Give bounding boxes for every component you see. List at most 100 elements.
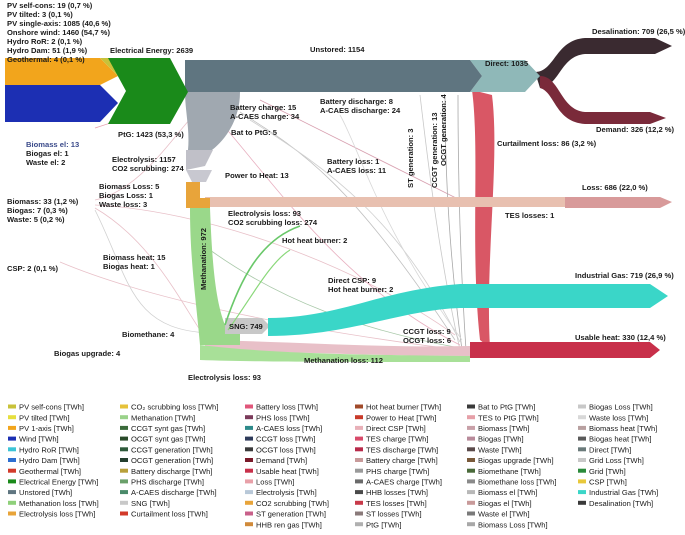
methanation-loss-flow (200, 345, 470, 362)
label-co2-scrubbing-loss: CO2 scrubbing loss: 274 (228, 218, 318, 227)
label-industrial-gas: Industrial Gas: 719 (26,9 %) (575, 271, 674, 280)
label-usable-heat: Usable heat: 330 (12,4 %) (575, 333, 666, 342)
label-bat-to-ptg: Bat to PtG: 5 (231, 128, 278, 137)
label-ptg: PtG: 1423 (53,3 %) (118, 130, 184, 139)
label-pv-single-axis: PV single-axis: 1085 (40,6 %) (7, 19, 111, 28)
legend-swatch (578, 425, 586, 430)
legend-swatch (578, 415, 586, 420)
legend-swatch (8, 500, 16, 505)
legend-swatch (467, 458, 475, 462)
unstored-flow (185, 60, 482, 92)
legend-label: Hydro Dam [TWh] (19, 456, 80, 465)
legend-label: Demand [TWh] (256, 456, 307, 465)
label-hydro-dam: Hydro Dam: 51 (1,9 %) (7, 46, 88, 55)
legend-label: Methanation loss [TWh] (19, 499, 99, 508)
label-st-generation: ST generation: 3 (406, 129, 415, 189)
legend-label: Biogas [TWh] (478, 435, 524, 444)
label-methanation: Methanation: 972 (199, 228, 208, 290)
legend-swatch (355, 436, 363, 441)
legend-swatch (355, 500, 363, 505)
legend-swatch (245, 415, 253, 420)
ccgt-generation-link (444, 94, 463, 351)
legend-label: Biomass heat [TWh] (589, 424, 657, 433)
label-geothermal: Geothermal: 4 (0,1 %) (7, 55, 85, 64)
legend-label: Unstored [TWh] (19, 488, 72, 497)
legend-swatch (467, 522, 475, 527)
legend-swatch (467, 425, 475, 430)
legend-swatch (120, 404, 128, 409)
label-acaes-charge: A-CAES charge: 34 (230, 112, 300, 121)
label-onshore-wind: Onshore wind: 1460 (54,7 %) (7, 28, 110, 37)
label-electrolysis: Electrolysis: 1157 (112, 155, 176, 164)
legend-swatch (355, 415, 363, 420)
legend-label: PHS loss [TWh] (256, 413, 310, 422)
legend-swatch (120, 436, 128, 441)
label-co2-scrubbing: CO2 scrubbing: 274 (112, 164, 185, 173)
st-generation-link (419, 94, 461, 351)
legend-label: Biogas el [TWh] (478, 499, 532, 508)
label-acaes-discharge: A-CAES discharge: 24 (320, 106, 401, 115)
legend-label: PV self-cons [TWh] (19, 403, 84, 412)
label-biogas-el: Biogas el: 1 (26, 149, 69, 158)
legend-swatch (8, 490, 16, 495)
electrolysis-node (186, 150, 213, 170)
label-biomethane: Biomethane: 4 (122, 330, 175, 339)
label-electrolysis-loss-bottom: Electrolysis loss: 93 (188, 373, 261, 382)
legend-swatch (355, 458, 363, 462)
legend-swatch (245, 447, 253, 452)
legend-label: Battery discharge [TWh] (131, 467, 212, 476)
legend-swatch (120, 415, 128, 420)
desalination-arrow (535, 38, 672, 88)
label-waste-el: Waste el: 2 (26, 158, 65, 167)
label-power-to-heat: Power to Heat: 13 (225, 171, 289, 180)
legend-label: TES charge [TWh] (366, 435, 428, 444)
label-unstored: Unstored: 1154 (310, 45, 365, 54)
legend-label: Grid Loss [TWh] (589, 456, 644, 465)
label-biomass: Biomass: 33 (1,2 %) (7, 197, 79, 206)
legend-label: TES losses [TWh] (366, 499, 427, 508)
legend-swatch (245, 500, 253, 505)
label-ccgt-loss: CCGT loss: 9 (403, 327, 451, 336)
legend-label: SNG [TWh] (131, 499, 170, 508)
legend-swatch (355, 447, 363, 452)
legend-label: HHB losses [TWh] (366, 488, 428, 497)
legend-swatch (355, 490, 363, 495)
legend-swatch (467, 468, 475, 473)
legend-label: Methanation [TWh] (131, 413, 195, 422)
biogas-upgrade-link (94, 209, 211, 334)
pv-single-axis-flow (5, 58, 118, 85)
ocgt-generation-link (457, 94, 467, 351)
label-battery-loss: Battery loss: 1 (327, 157, 380, 166)
legend-label: ST losses [TWh] (366, 510, 422, 519)
legend-label: Grid [TWh] (589, 467, 626, 476)
label-waste-loss: Waste loss: 3 (99, 200, 147, 209)
legend-swatch (467, 479, 475, 484)
label-acaes-loss: A-CAES loss: 11 (327, 166, 387, 175)
legend-swatch (467, 511, 475, 516)
demand-arrow (540, 76, 666, 124)
legend-label: Biogas Loss [TWh] (589, 403, 653, 412)
legend-label: Bat to PtG [TWh] (478, 403, 535, 412)
legend-swatch (355, 479, 363, 484)
label-biogas-heat: Biogas heat: 1 (103, 262, 156, 271)
legend-label: Biomethane loss [TWh] (478, 478, 557, 487)
sng-node (225, 318, 270, 334)
label-direct-csp: Direct CSP: 9 (328, 276, 376, 285)
legend-swatch (8, 425, 16, 430)
legend-swatch (120, 458, 128, 462)
industrial-gas-flow (268, 284, 668, 336)
label-demand: Demand: 326 (12,2 %) (596, 125, 675, 134)
legend-label: PV tilted [TWh] (19, 413, 70, 422)
legend-label: Waste [TWh] (478, 445, 522, 454)
legend-swatch (120, 425, 128, 430)
label-biogas-loss: Biogas Loss: 1 (99, 191, 154, 200)
legend-label: CCGT synt gas [TWh] (131, 424, 205, 433)
legend-swatch (8, 458, 16, 462)
legend-label: Desalination [TWh] (589, 499, 653, 508)
legend-swatch (120, 447, 128, 452)
legend-swatch (8, 436, 16, 441)
legend-swatch (355, 511, 363, 516)
legend-swatch (578, 490, 586, 495)
electrolysis-loss-flow (186, 182, 210, 208)
legend-swatch (578, 458, 586, 462)
